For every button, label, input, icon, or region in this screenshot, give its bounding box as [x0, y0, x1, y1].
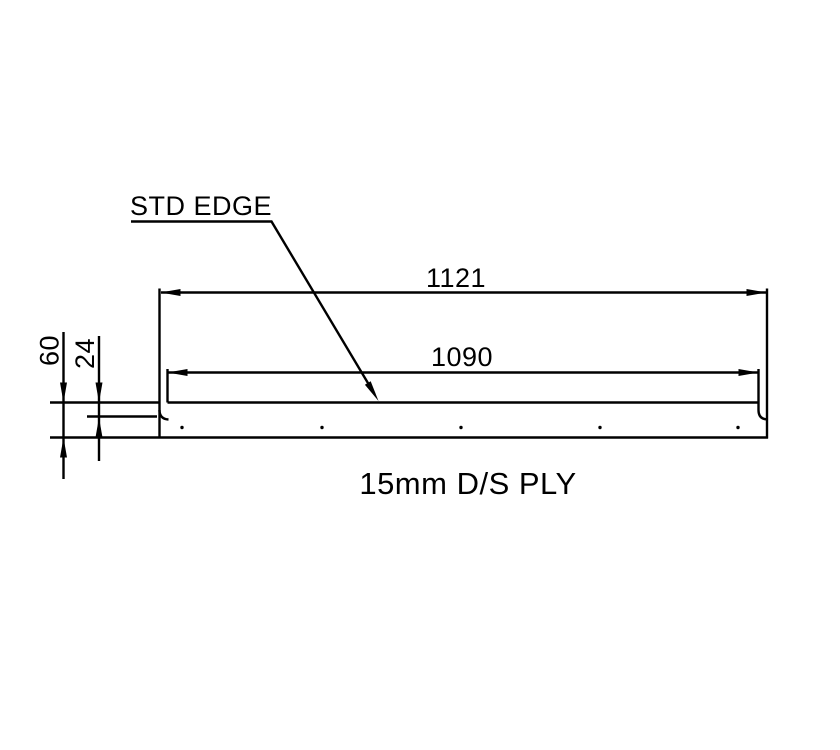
overall-width-value: 1121: [426, 263, 486, 293]
inner-width-value: 1090: [431, 342, 493, 372]
std-edge-leader-line: [131, 220, 376, 395]
material-note: 15mm D/S PLY: [359, 466, 576, 501]
arrowhead-inner-right: [738, 369, 759, 376]
panel-profile: [50, 401, 768, 439]
arrowhead-overall-right: [746, 289, 767, 296]
fixing-dots: [180, 425, 740, 430]
dimension-ply-offset: 24: [70, 336, 103, 461]
arrowhead-edge-height-top: [60, 382, 67, 403]
fixing-dot: [180, 425, 184, 430]
arrowhead-inner-left: [167, 369, 188, 376]
arrowhead-edge-height-bottom: [60, 437, 67, 458]
std-edge-callout: STD EDGE: [130, 191, 379, 401]
fixing-dot: [459, 425, 463, 430]
ply-offset-value: 24: [70, 338, 100, 369]
fixing-dot: [598, 425, 602, 430]
arrowhead-overall-left: [160, 289, 181, 296]
arrowhead-ply-offset-top: [95, 382, 103, 403]
dimension-inner-width: 1090: [166, 342, 768, 421]
left-edge-radius: [158, 409, 169, 421]
dimension-overall-width: 1121: [158, 263, 769, 439]
extension-lines-left: [50, 401, 159, 418]
std-edge-leader-arrowhead: [364, 381, 379, 401]
edge-height-value: 60: [35, 335, 65, 366]
dimension-edge-height: 60: [35, 332, 67, 479]
std-edge-label: STD EDGE: [130, 191, 272, 221]
extension-line-right-inner-with-radius: [757, 369, 768, 421]
fixing-dot: [320, 425, 324, 430]
arrowhead-ply-offset-bottom: [95, 417, 103, 438]
fixing-dot: [736, 425, 740, 430]
